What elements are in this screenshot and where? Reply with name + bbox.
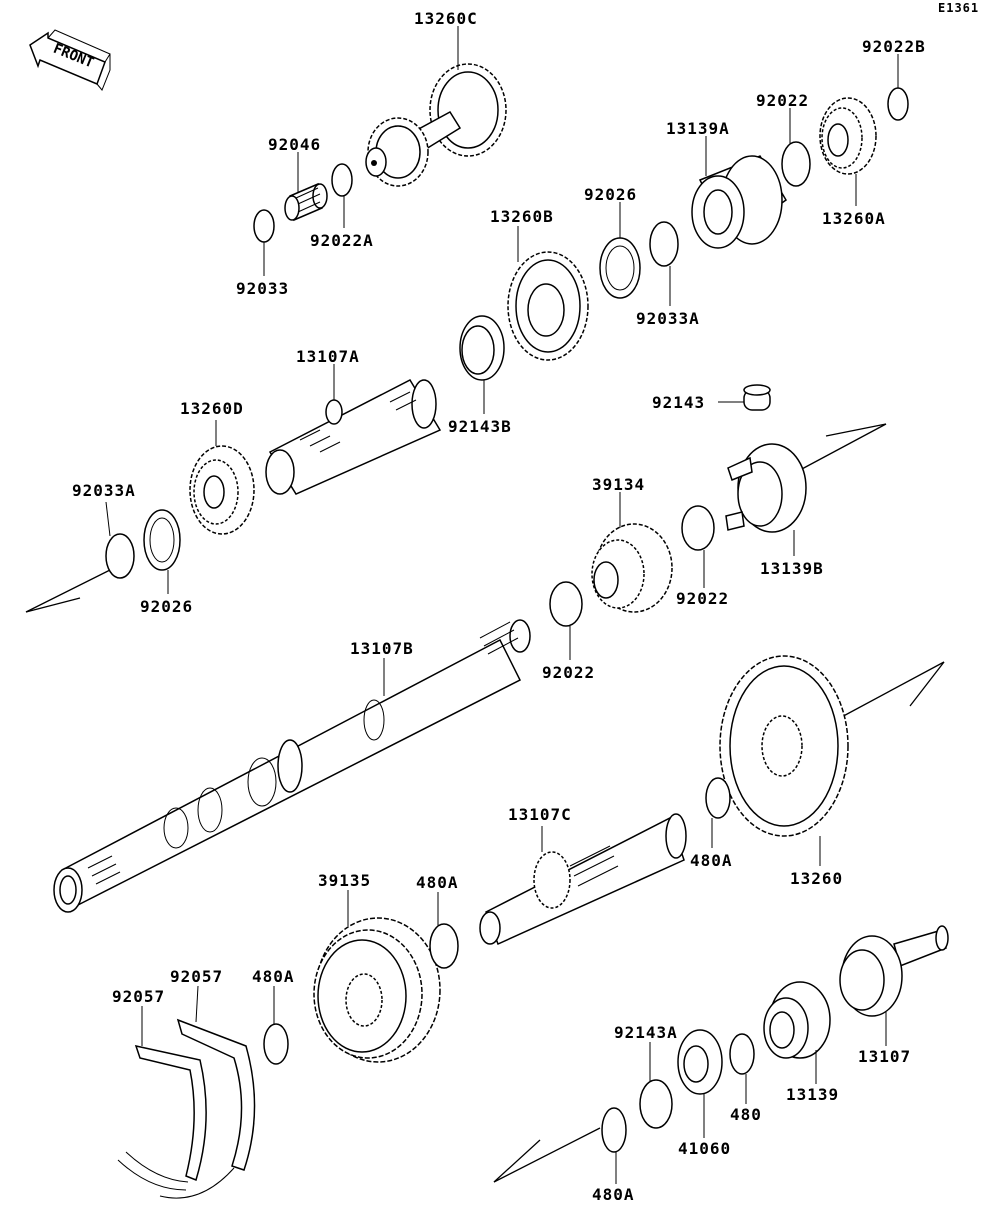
label-92022B: 92022B <box>862 37 926 56</box>
label-13260B: 13260B <box>490 207 554 226</box>
label-480A-bottom: 480A <box>592 1185 635 1204</box>
shaft-13107B <box>53 619 531 913</box>
washer-92022A <box>331 163 353 197</box>
label-92022A: 92022A <box>310 231 374 250</box>
label-92057-b: 92057 <box>170 967 223 986</box>
label-13260C: 13260C <box>414 9 478 28</box>
label-92022-mid: 92022 <box>676 589 729 608</box>
washer-92026-left <box>143 509 181 571</box>
circlip-92033A-top <box>649 221 679 267</box>
label-13139A: 13139A <box>666 119 730 138</box>
label-92143A: 92143A <box>614 1023 678 1042</box>
label-92026-left: 92026 <box>140 597 193 616</box>
label-480: 480 <box>730 1105 762 1124</box>
circlip-480 <box>729 1033 755 1075</box>
gear-13260C <box>365 63 507 187</box>
circlip-480A-bottom <box>601 1107 627 1153</box>
label-13139: 13139 <box>786 1085 839 1104</box>
leader-lines <box>105 26 899 1184</box>
axis-line-right-mid <box>835 661 945 721</box>
gear-13260 <box>719 655 849 837</box>
gear-39135 <box>313 917 441 1063</box>
shaft-13107 <box>839 925 949 1017</box>
label-480A-mid: 480A <box>416 873 459 892</box>
shaft-13107A <box>265 379 442 495</box>
bushing-92143 <box>743 384 771 411</box>
circlip-92033A-left <box>105 533 135 579</box>
bushing-92143A <box>639 1079 673 1129</box>
washer-92022-top <box>781 141 811 187</box>
label-13107C: 13107C <box>508 805 572 824</box>
axis-line-right-top <box>799 423 887 471</box>
label-480A-left: 480A <box>252 967 295 986</box>
label-13260A: 13260A <box>822 209 886 228</box>
axis-line-right-mid-b <box>909 661 945 707</box>
label-92033A-top: 92033A <box>636 309 700 328</box>
washer-92022-mid <box>681 505 715 551</box>
label-92143B: 92143B <box>448 417 512 436</box>
axis-line-bottom <box>493 1127 601 1183</box>
shaft-13107C <box>479 813 687 946</box>
label-92143: 92143 <box>652 393 705 412</box>
label-13107A: 13107A <box>296 347 360 366</box>
label-13107: 13107 <box>858 1047 911 1066</box>
label-41060: 41060 <box>678 1139 731 1158</box>
circlip-480A-left <box>263 1023 289 1065</box>
washer-92022-low <box>549 581 583 627</box>
label-39135: 39135 <box>318 871 371 890</box>
gear-13260B <box>507 251 589 361</box>
gear-13260A <box>819 97 877 175</box>
sleeve-13139B <box>725 443 807 533</box>
circlip-480A-mid <box>429 923 459 969</box>
bearing-92046 <box>284 182 328 222</box>
chain-92057-a <box>117 1044 207 1191</box>
washer-92022B <box>887 87 909 121</box>
label-13260: 13260 <box>790 869 843 888</box>
bushing-92143B <box>459 315 505 381</box>
circlip-480A-right <box>705 777 731 819</box>
gear-39134 <box>591 523 673 613</box>
label-480A-right: 480A <box>690 851 733 870</box>
chain-92057-b <box>159 1018 256 1199</box>
axis-line-right-top-b <box>825 423 887 437</box>
label-92033A-left: 92033A <box>72 481 136 500</box>
label-13107B: 13107B <box>350 639 414 658</box>
label-92057-a: 92057 <box>112 987 165 1006</box>
sleeve-13139 <box>763 981 831 1059</box>
label-92022-low: 92022 <box>542 663 595 682</box>
label-13139B: 13139B <box>760 559 824 578</box>
label-92033: 92033 <box>236 279 289 298</box>
sleeve-13139A <box>691 155 787 249</box>
collar-41060 <box>677 1029 723 1095</box>
circlip-92033 <box>253 209 275 243</box>
gear-13260D <box>189 445 255 535</box>
label-13260D: 13260D <box>180 399 244 418</box>
diagram-id: E1361 <box>938 1 979 15</box>
axis-line-bottom-b <box>493 1139 541 1183</box>
label-39134: 39134 <box>592 475 645 494</box>
label-92026-top: 92026 <box>584 185 637 204</box>
front-arrow-icon: FRONT <box>29 29 111 91</box>
axis-line-left-b <box>25 597 81 613</box>
axis-line-left <box>25 569 111 613</box>
label-92022-top: 92022 <box>756 91 809 110</box>
label-92046: 92046 <box>268 135 321 154</box>
